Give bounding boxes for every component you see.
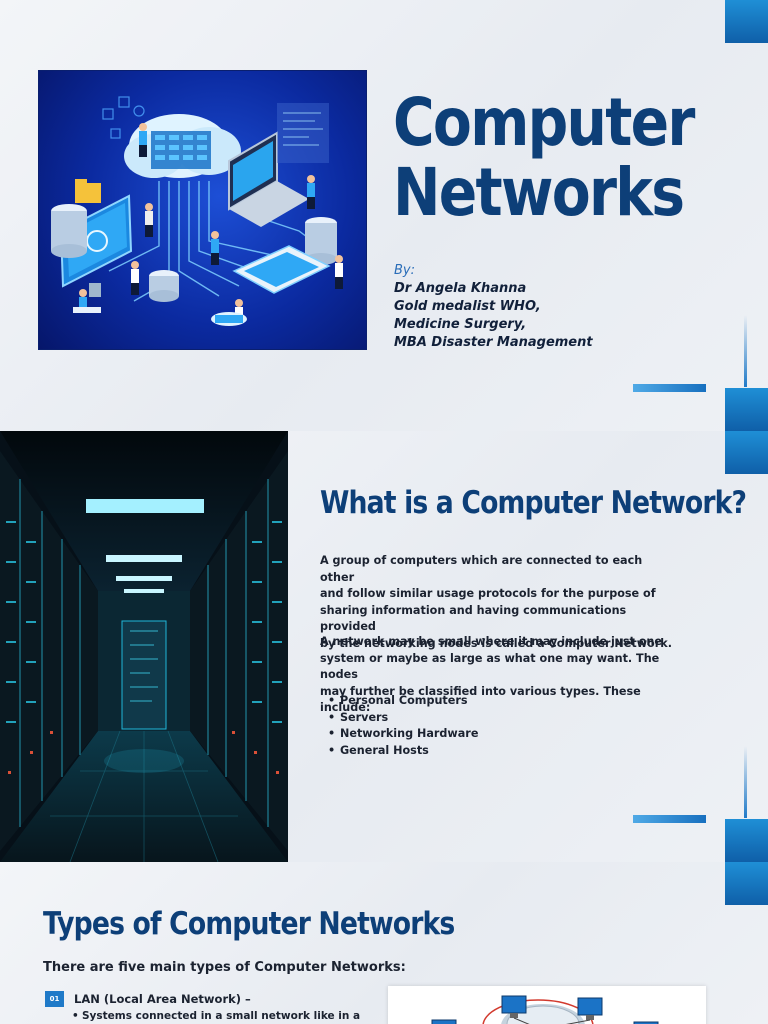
paragraph-line: A group of computers which are connected… bbox=[320, 554, 643, 584]
network-illustration-image bbox=[38, 70, 367, 350]
accent-block bbox=[725, 862, 768, 905]
title-slide: Computer Networks By: Dr Angela Khanna G… bbox=[0, 0, 768, 431]
node-types-list: Personal Computers Servers Networking Ha… bbox=[328, 693, 478, 759]
lan-item-title: LAN (Local Area Network) – bbox=[74, 992, 251, 1006]
accent-line bbox=[744, 315, 747, 387]
lan-diagram-image bbox=[388, 986, 706, 1024]
accent-block bbox=[725, 388, 768, 431]
section-heading: Types of Computer Networks bbox=[43, 906, 455, 942]
accent-block bbox=[725, 0, 768, 43]
by-label: By: bbox=[394, 263, 415, 278]
title-line-2: Networks bbox=[393, 154, 685, 231]
data-center-image bbox=[0, 431, 288, 862]
author-line: MBA Disaster Management bbox=[394, 335, 593, 350]
title-line-1: Computer bbox=[393, 84, 695, 161]
paragraph-line: and follow similar usage protocols for t… bbox=[320, 587, 656, 600]
author-line: Gold medalist WHO, bbox=[394, 299, 541, 314]
section-heading: What is a Computer Network? bbox=[320, 485, 747, 521]
definition-slide: What is a Computer Network? A group of c… bbox=[0, 431, 768, 862]
author-byline: By: Dr Angela Khanna Gold medalist WHO, … bbox=[394, 262, 593, 352]
accent-block bbox=[725, 819, 768, 862]
paragraph-line: by the networking nodes is called a Comp… bbox=[320, 636, 672, 650]
intro-text: There are five main types of Computer Ne… bbox=[43, 960, 406, 975]
nodes-paragraph: A network may be small where it may incl… bbox=[320, 634, 680, 717]
paragraph-line: A network may be small where it may incl… bbox=[320, 635, 662, 648]
lan-item-bullet: Systems connected in a small network lik… bbox=[72, 1010, 360, 1022]
accent-block bbox=[725, 431, 768, 474]
item-number-badge: 01 bbox=[45, 991, 64, 1007]
types-slide: Types of Computer Networks There are fiv… bbox=[0, 862, 768, 1024]
list-item: Personal Computers bbox=[328, 693, 478, 710]
author-line: Medicine Surgery, bbox=[394, 317, 527, 332]
paragraph-line: system or maybe as large as what one may… bbox=[320, 651, 660, 682]
list-item: Networking Hardware bbox=[328, 726, 478, 743]
list-item: Servers bbox=[328, 710, 478, 727]
accent-line bbox=[744, 746, 747, 818]
presentation-title: Computer Networks bbox=[393, 84, 695, 231]
paragraph-line: sharing information and having communica… bbox=[320, 603, 627, 634]
author-line: Dr Angela Khanna bbox=[394, 281, 527, 296]
accent-bar bbox=[633, 384, 706, 392]
accent-bar bbox=[633, 815, 706, 823]
definition-paragraph: A group of computers which are connected… bbox=[320, 553, 680, 652]
list-item: General Hosts bbox=[328, 743, 478, 760]
